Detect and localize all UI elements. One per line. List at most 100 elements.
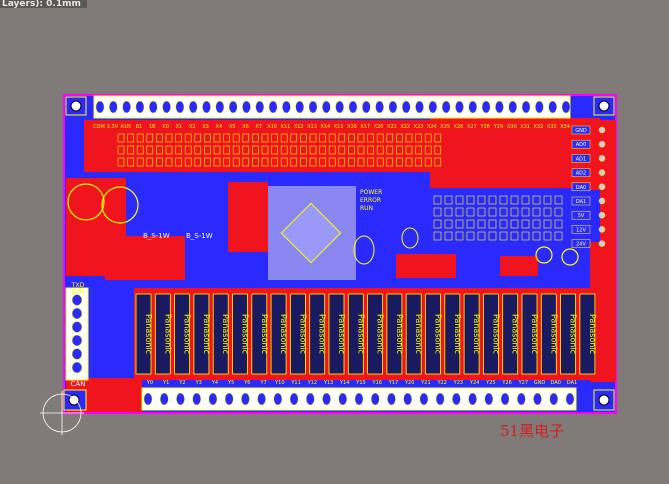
resistor-footprint xyxy=(424,157,432,167)
top-header-label: 3.3V xyxy=(107,124,119,130)
top-header-label: X26 xyxy=(454,124,464,130)
resistor-footprint xyxy=(532,195,541,205)
bottom-output-label: Y16 xyxy=(372,380,382,386)
bottom-output-label: Y14 xyxy=(339,380,349,386)
terminal-pad xyxy=(565,392,575,406)
relay-label: Panasonic xyxy=(318,314,327,354)
terminal-pad xyxy=(215,100,225,114)
comm-connector-frame xyxy=(65,287,89,381)
resistor-footprint xyxy=(532,207,541,217)
resistor-footprint xyxy=(242,145,250,155)
resistor-footprint xyxy=(455,207,464,217)
resistor-footprint xyxy=(386,157,394,167)
relay-label: Panasonic xyxy=(163,314,172,354)
resistor-footprint xyxy=(367,145,374,155)
terminal-pad xyxy=(289,392,299,406)
io-label-box xyxy=(571,139,591,149)
terminal-pad xyxy=(388,100,398,114)
resistor-footprint xyxy=(444,195,453,205)
resistor-footprint xyxy=(213,145,221,155)
resistor-footprint xyxy=(477,219,486,229)
relay-body xyxy=(212,293,229,375)
cpu-chip xyxy=(280,202,342,264)
resistor-footprint xyxy=(376,157,384,167)
resistor-footprint xyxy=(434,133,442,143)
bottom-output-label: Y2 xyxy=(178,380,185,386)
resistor-footprint xyxy=(488,207,497,217)
terminal-pad xyxy=(321,100,331,114)
relay-body xyxy=(367,293,384,375)
svg-text:RUN: RUN xyxy=(360,205,373,212)
resistor-footprint xyxy=(357,145,365,155)
resistor-footprint xyxy=(510,195,519,205)
top-header-label: X34 xyxy=(560,124,570,130)
right-io-label: AD2 xyxy=(576,171,586,177)
top-header-label: X1 xyxy=(176,124,183,130)
resistor-footprint xyxy=(271,133,278,143)
terminal-pad xyxy=(335,100,345,114)
top-header-label: X27 xyxy=(467,124,477,130)
relay-body xyxy=(347,293,364,375)
top-header-label: X17 xyxy=(360,124,370,130)
resistor-footprint xyxy=(242,133,250,143)
terminal-pad xyxy=(533,392,543,406)
terminal-pad xyxy=(354,392,364,406)
resistor-footprint xyxy=(300,145,307,155)
bottom-output-label: Y25 xyxy=(485,380,495,386)
resistor-footprint xyxy=(477,231,486,241)
resistor-footprint xyxy=(319,157,326,167)
resistor-footprint xyxy=(348,157,355,167)
svg-text:ERROR: ERROR xyxy=(360,197,381,204)
resistor-footprint xyxy=(261,145,269,155)
terminal-pad xyxy=(228,100,238,114)
resistor-footprint xyxy=(433,219,442,229)
relay-body xyxy=(540,293,557,375)
comm-label: TXD xyxy=(71,282,85,289)
terminal-pad xyxy=(108,100,118,114)
terminal-pad xyxy=(468,100,478,114)
terminal-pad xyxy=(188,100,198,114)
resistor-footprint xyxy=(444,219,453,229)
bottom-output-label: Y17 xyxy=(388,380,398,386)
bottom-output-label: Y7 xyxy=(259,380,266,386)
terminal-pad xyxy=(548,100,558,114)
top-header-label: X5 xyxy=(229,124,236,130)
terminal-pad xyxy=(441,100,451,114)
right-io-label: DA0 xyxy=(576,185,586,191)
io-label-box xyxy=(571,210,591,220)
crystal xyxy=(401,227,419,249)
resistor-footprint xyxy=(165,157,173,167)
bottom-output-label: Y20 xyxy=(404,380,414,386)
resistor-footprint xyxy=(521,219,530,229)
resistor-footprint xyxy=(415,133,422,143)
terminal-pad xyxy=(240,392,250,406)
top-header-label: X13 xyxy=(307,124,317,130)
resistor-footprint xyxy=(434,157,442,167)
mounting-holes xyxy=(63,96,615,411)
resistor-footprint xyxy=(117,145,125,155)
terminal-pad xyxy=(135,100,145,114)
top-header-label: X24 xyxy=(427,124,437,130)
relay-label: Panasonic xyxy=(472,314,481,354)
resistor-footprint xyxy=(290,145,298,155)
relay-label: Panasonic xyxy=(221,314,230,354)
terminal-pad xyxy=(549,392,559,406)
terminal-pad xyxy=(159,392,169,406)
io-label-box xyxy=(571,239,591,248)
terminal-pad xyxy=(481,100,491,114)
resistor-footprint xyxy=(499,231,508,241)
resistor-footprint xyxy=(204,157,211,167)
resistor-footprint xyxy=(396,133,403,143)
bottom-output-label: DA1 xyxy=(567,380,577,386)
bottom-output-label: Y13 xyxy=(323,380,333,386)
top-header-label: X20 xyxy=(374,124,384,130)
resistor-footprint xyxy=(338,145,346,155)
relay-label: Panasonic xyxy=(395,314,404,354)
resistor-footprint xyxy=(165,145,173,155)
resistor-footprint xyxy=(156,157,163,167)
resistor-footprint xyxy=(280,145,288,155)
bottom-output-label: Y23 xyxy=(453,380,463,386)
resistor-footprint xyxy=(477,195,486,205)
